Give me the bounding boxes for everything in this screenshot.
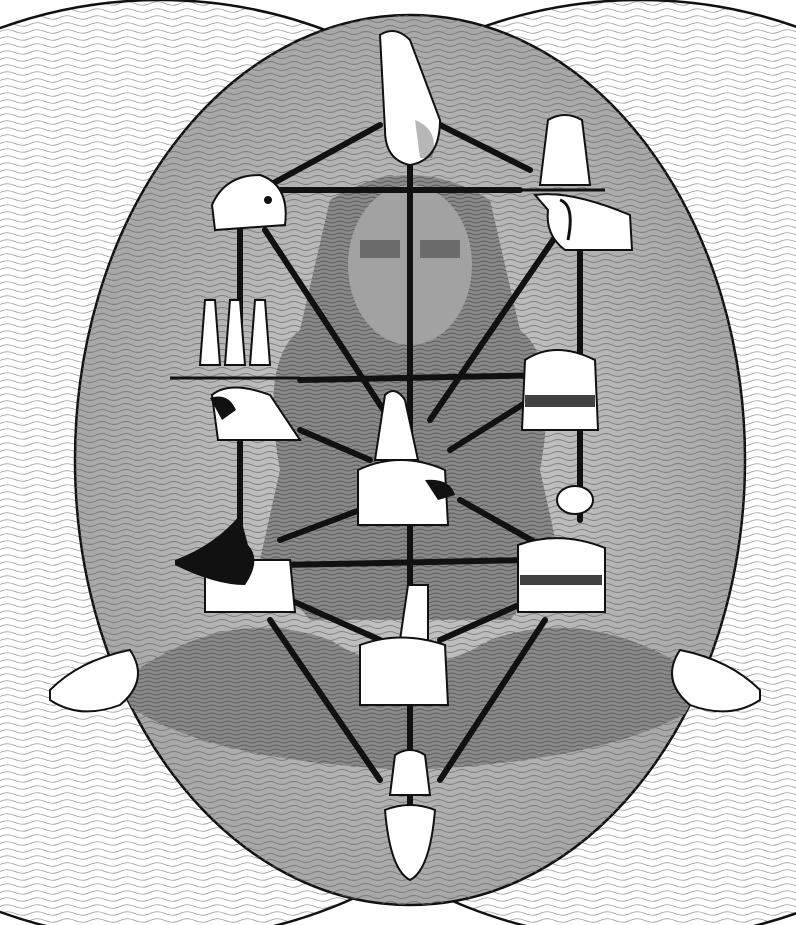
headdress-deity-icon <box>522 350 598 430</box>
